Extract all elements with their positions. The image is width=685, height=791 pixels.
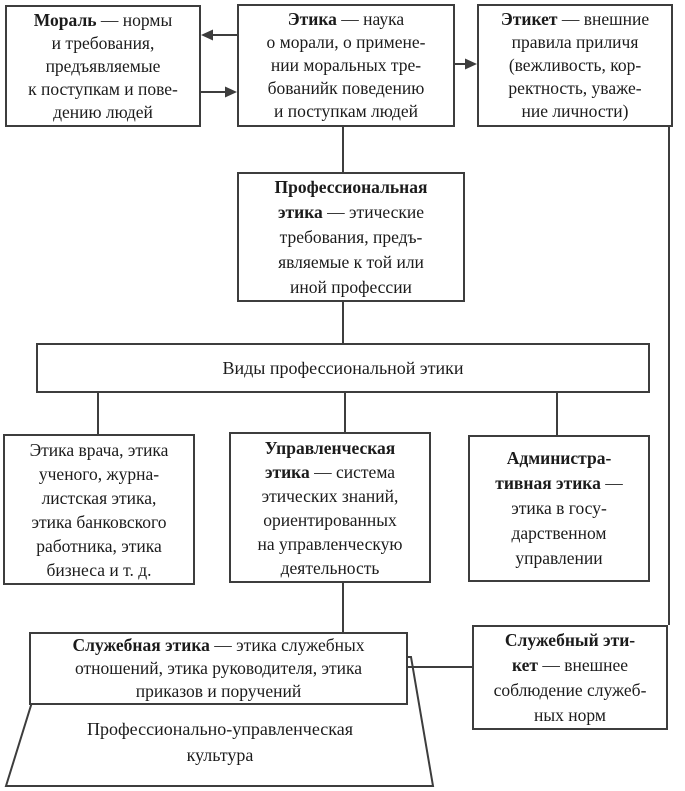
trapezoid-label-text: Профессионально-управленческая культура	[86, 719, 354, 765]
box-professional-ethics: Профессиональная этика — этические требо…	[237, 172, 465, 302]
box-types-text: Виды профессиональной этики	[222, 357, 464, 378]
box-administrative-ethics-text: Администра- тивная этика — этика в госу-…	[495, 448, 623, 568]
arrow-right-icon	[465, 58, 477, 70]
box-ethics-examples-text: Этика врача, этика ученого, журна- листс…	[29, 439, 169, 580]
arrow-right-icon	[225, 86, 237, 98]
box-types-of-professional-ethics: Виды профессиональной этики	[36, 343, 650, 393]
box-etika-text: Этика — наука о морали, о примене- нии м…	[266, 9, 426, 121]
box-managerial-ethics-text: Управленческая этика — система этических…	[257, 437, 403, 578]
arrow-left-icon	[201, 29, 213, 41]
box-service-etiquette-text: Служебный эти- кет — внешнее соблюдение …	[493, 629, 647, 725]
box-etiket: Этикет — внешние правила приличя (вежлив…	[477, 4, 673, 127]
box-professional-ethics-text: Профессиональная этика — этические требо…	[274, 176, 428, 297]
box-ethics-examples: Этика врача, этика ученого, журна- листс…	[3, 434, 195, 585]
box-etika: Этика — наука о морали, о примене- нии м…	[237, 4, 455, 127]
box-service-etiquette: Служебный эти- кет — внешнее соблюдение …	[472, 625, 668, 730]
box-moral: Мораль — нормы и требования, предъявляем…	[5, 5, 201, 127]
box-moral-text: Мораль — нормы и требования, предъявляем…	[28, 9, 178, 122]
box-service-ethics-text: Служебная этика — этика служебных отноше…	[72, 635, 365, 701]
box-etiket-text: Этикет — внешние правила приличя (вежлив…	[500, 9, 650, 121]
box-service-ethics: Служебная этика — этика служебных отноше…	[29, 632, 408, 705]
box-administrative-ethics: Администра- тивная этика — этика в госу-…	[468, 435, 650, 582]
box-managerial-ethics: Управленческая этика — система этических…	[229, 432, 431, 583]
trapezoid-label: Профессионально-управленческая культура	[0, 716, 440, 768]
